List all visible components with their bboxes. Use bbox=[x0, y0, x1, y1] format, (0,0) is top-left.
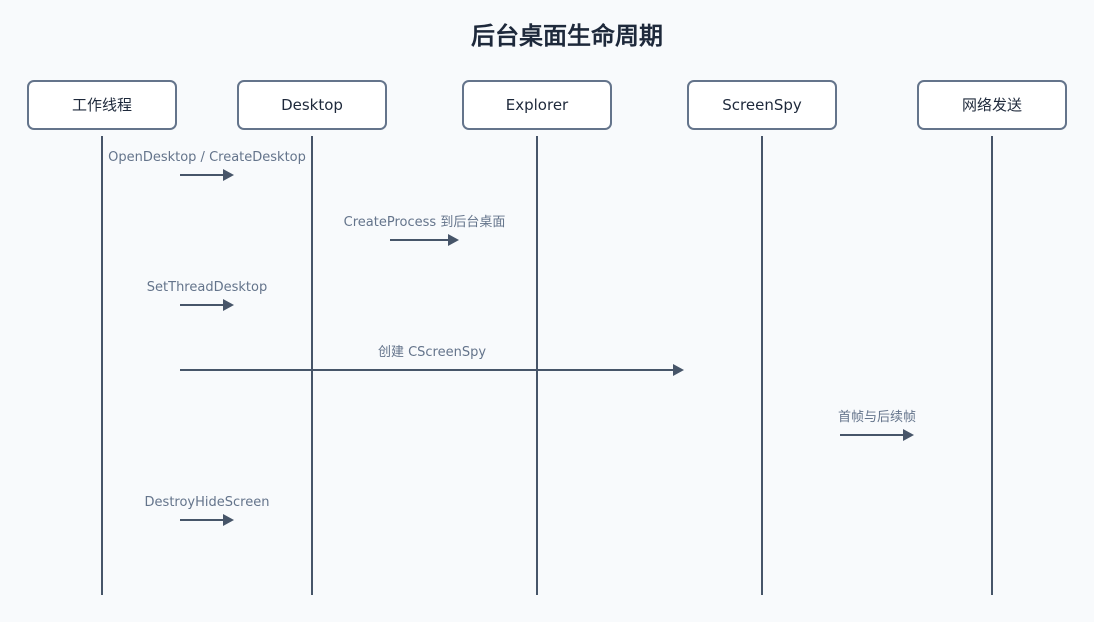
actors: 工作线程 Desktop Explorer ScreenSpy 网络发送 bbox=[27, 80, 1067, 130]
arrowhead-icon bbox=[223, 169, 234, 181]
actor-network: 网络发送 bbox=[917, 80, 1067, 130]
lifelines bbox=[101, 136, 993, 595]
actor-label: Explorer bbox=[506, 96, 569, 114]
message: CreateProcess 到后台桌面 bbox=[344, 215, 506, 246]
actor-label: ScreenSpy bbox=[722, 96, 802, 114]
actor-explorer: Explorer bbox=[462, 80, 612, 130]
message-label: 首帧与后续帧 bbox=[838, 410, 916, 425]
actor-box bbox=[237, 80, 387, 130]
message: DestroyHideScreen bbox=[145, 495, 270, 526]
message: 创建 CScreenSpy bbox=[180, 345, 684, 376]
message: OpenDesktop / CreateDesktop bbox=[108, 150, 306, 181]
actor-label: 工作线程 bbox=[72, 96, 132, 114]
message-label: CreateProcess 到后台桌面 bbox=[344, 215, 506, 230]
arrowhead-icon bbox=[223, 514, 234, 526]
arrowhead-icon bbox=[448, 234, 459, 246]
message-label: DestroyHideScreen bbox=[145, 495, 270, 510]
actor-box bbox=[462, 80, 612, 130]
arrowhead-icon bbox=[223, 299, 234, 311]
actor-box bbox=[27, 80, 177, 130]
actor-box bbox=[687, 80, 837, 130]
messages: OpenDesktop / CreateDesktopCreateProcess… bbox=[108, 150, 916, 526]
actor-screenspy: ScreenSpy bbox=[687, 80, 837, 130]
message-label: SetThreadDesktop bbox=[147, 280, 267, 295]
message-label: 创建 CScreenSpy bbox=[378, 345, 486, 360]
actor-worker: 工作线程 bbox=[27, 80, 177, 130]
diagram-title: 后台桌面生命周期 bbox=[471, 22, 663, 50]
message: 首帧与后续帧 bbox=[838, 410, 916, 441]
actor-box bbox=[917, 80, 1067, 130]
actor-label: Desktop bbox=[281, 96, 343, 114]
message: SetThreadDesktop bbox=[147, 280, 267, 311]
arrowhead-icon bbox=[903, 429, 914, 441]
arrowhead-icon bbox=[673, 364, 684, 376]
actor-desktop: Desktop bbox=[237, 80, 387, 130]
message-label: OpenDesktop / CreateDesktop bbox=[108, 150, 306, 165]
actor-label: 网络发送 bbox=[962, 96, 1022, 114]
